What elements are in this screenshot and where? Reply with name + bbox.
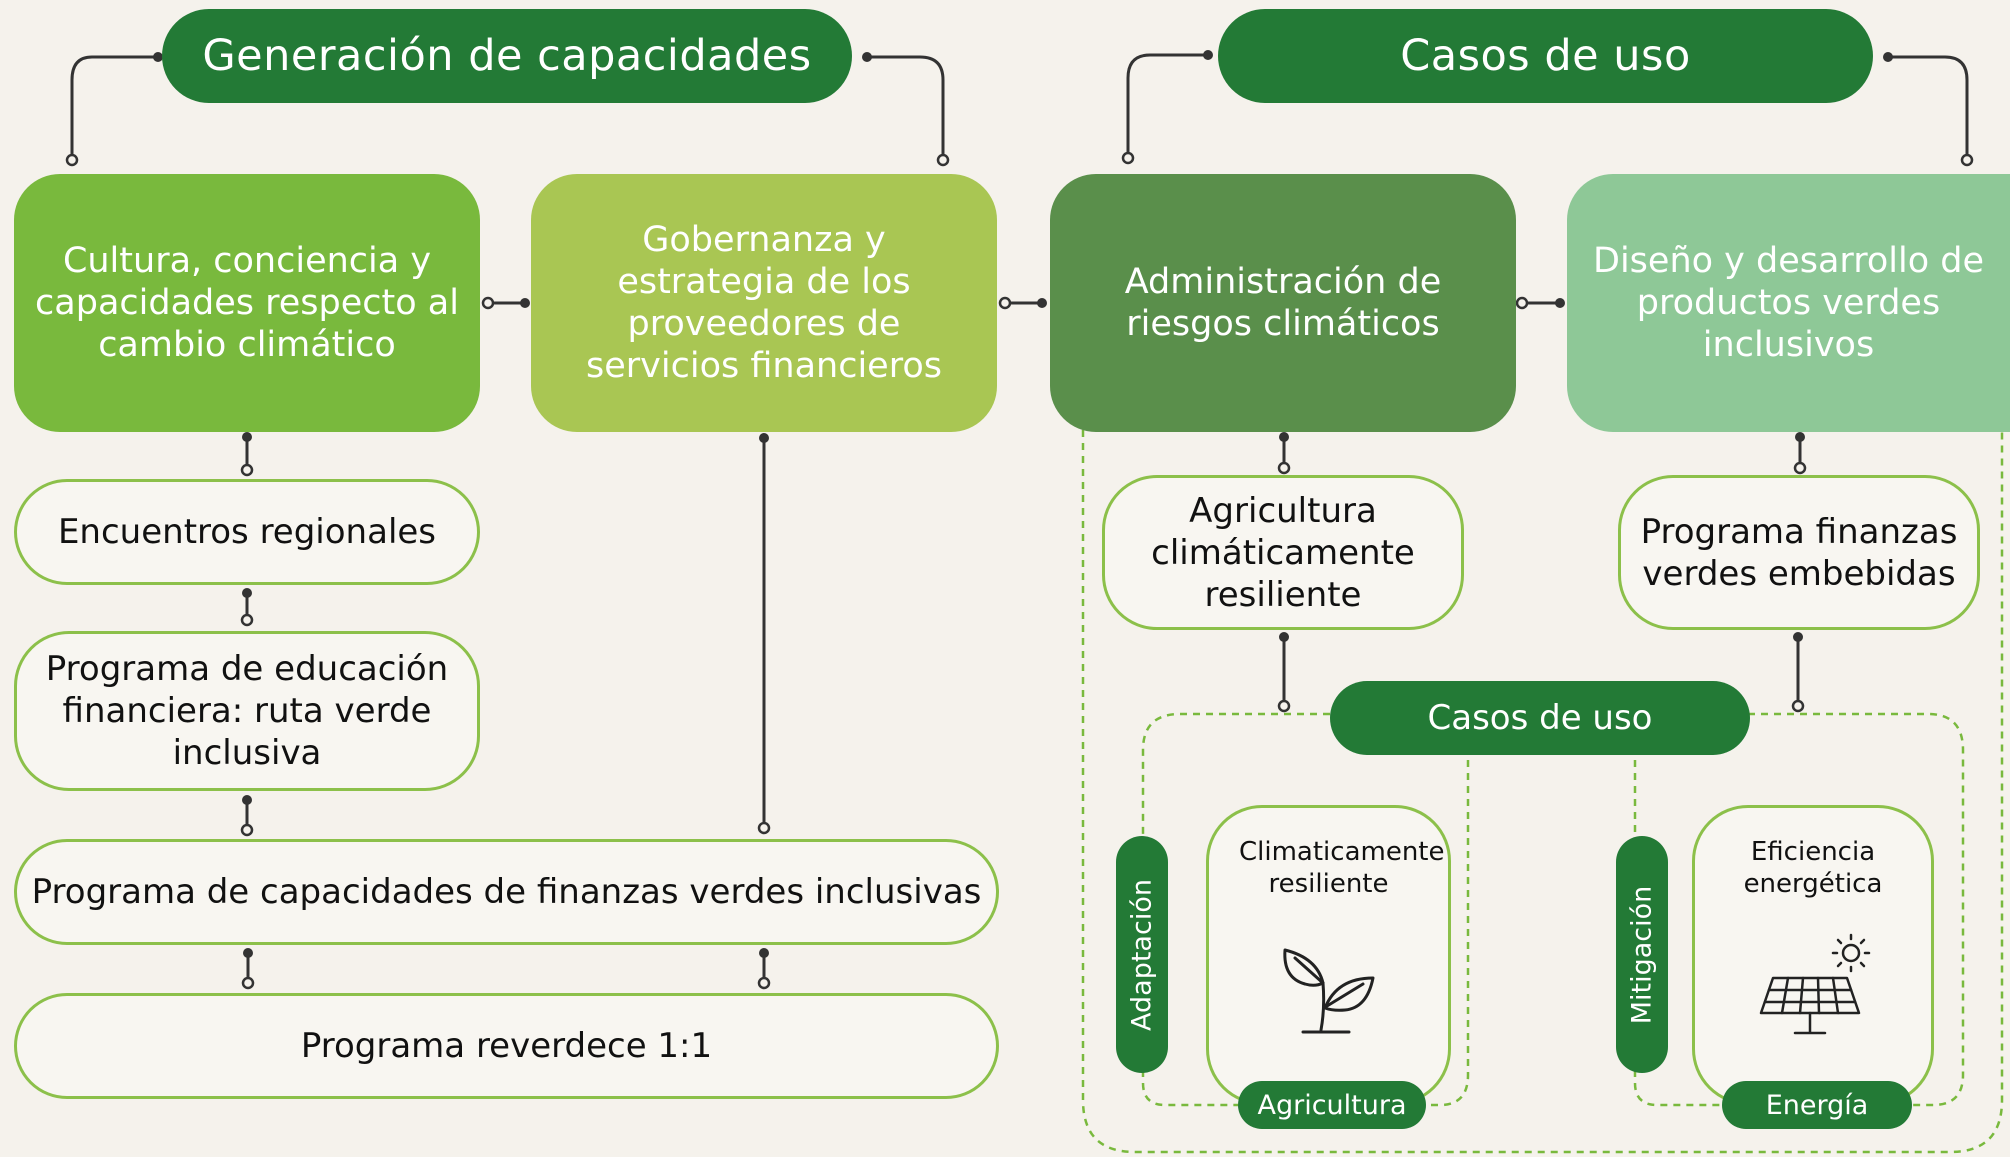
- resilient-card: Climaticamente resiliente: [1206, 805, 1451, 1105]
- use-cases-subtitle: Casos de uso: [1330, 681, 1750, 755]
- green-products-category: Diseño y desarrollo de productos verdes …: [1567, 174, 2010, 432]
- energy-tag: Energía: [1722, 1081, 1912, 1129]
- green-finance-capacity-item: Programa de capacidades de finanzas verd…: [14, 839, 999, 945]
- agriculture-tag: Agricultura: [1238, 1081, 1426, 1129]
- energy-efficiency-card: Eficiencia energética: [1692, 805, 1934, 1105]
- adaptation-label-pill: Adaptación: [1116, 836, 1168, 1073]
- reverdece-program-item: Programa reverdece 1:1: [14, 993, 999, 1099]
- use-cases-title: Casos de uso: [1218, 9, 1873, 103]
- energy-efficiency-card-title: Eficiencia energética: [1743, 837, 1883, 899]
- financial-education-item: Programa de educación financiera: ruta v…: [14, 631, 480, 791]
- climate-culture-category: Cultura, conciencia y capacidades respec…: [14, 174, 480, 432]
- adaptation-label: Adaptación: [1126, 878, 1158, 1031]
- mitigation-label: Mitigación: [1626, 885, 1658, 1024]
- resilient-agriculture-item: Agricultura climáticamente resiliente: [1102, 475, 1464, 630]
- resilient-card-title: Climaticamente resiliente: [1239, 837, 1445, 899]
- solar-panel-icon: [1759, 933, 1871, 1035]
- embedded-green-finance-item: Programa finanzas verdes embebidas: [1618, 475, 1980, 630]
- climate-risk-category: Administración de riesgos climáticos: [1050, 174, 1516, 432]
- seedling-icon: [1283, 948, 1375, 1034]
- regional-meetings-item: Encuentros regionales: [14, 479, 480, 585]
- mitigation-label-pill: Mitigación: [1616, 836, 1668, 1073]
- capacity-building-title: Generación de capacidades: [162, 9, 852, 103]
- governance-category: Gobernanza y estrategia de los proveedor…: [531, 174, 997, 432]
